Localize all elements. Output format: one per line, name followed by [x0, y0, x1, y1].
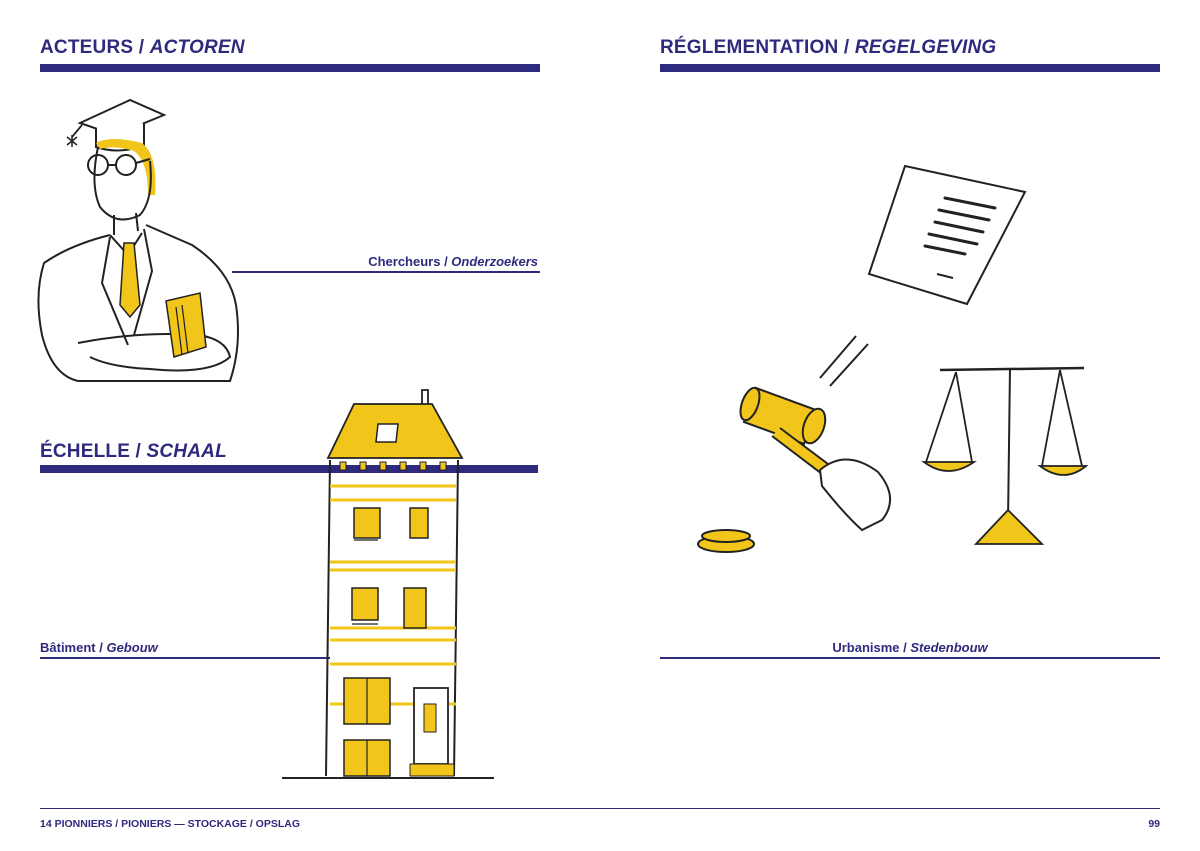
caption-rule-batiment [40, 657, 330, 659]
section-rule-echelle [40, 465, 538, 473]
researcher-illustration [37, 98, 239, 382]
caption-rule-chercheurs [232, 271, 540, 273]
page-number: 99 [1148, 818, 1160, 830]
section-title-reglementation: RÉGLEMENTATION / REGELGEVING [660, 37, 997, 58]
footer-running-title: 14 PIONNIERS / PIONIERS — STOCKAGE / OPS… [40, 818, 301, 830]
caption-chercheurs: Chercheurs / Onderzoekers [368, 254, 538, 269]
section-rule-acteurs [40, 64, 540, 72]
section-title-acteurs: ACTEURS / ACTOREN [40, 37, 245, 58]
gavel-icon [697, 335, 891, 553]
caption-urbanisme: Urbanisme / Stedenbouw [832, 640, 988, 655]
caption-batiment: Bâtiment / Gebouw [40, 640, 158, 655]
building-illustration [282, 389, 494, 779]
document-icon [867, 164, 1027, 306]
footer-rule [40, 808, 1160, 809]
section-title-echelle: ÉCHELLE / SCHAAL [40, 441, 227, 462]
scales-icon [921, 366, 1089, 545]
caption-rule-urbanisme [660, 657, 1160, 659]
section-rule-reglementation [660, 64, 1160, 72]
